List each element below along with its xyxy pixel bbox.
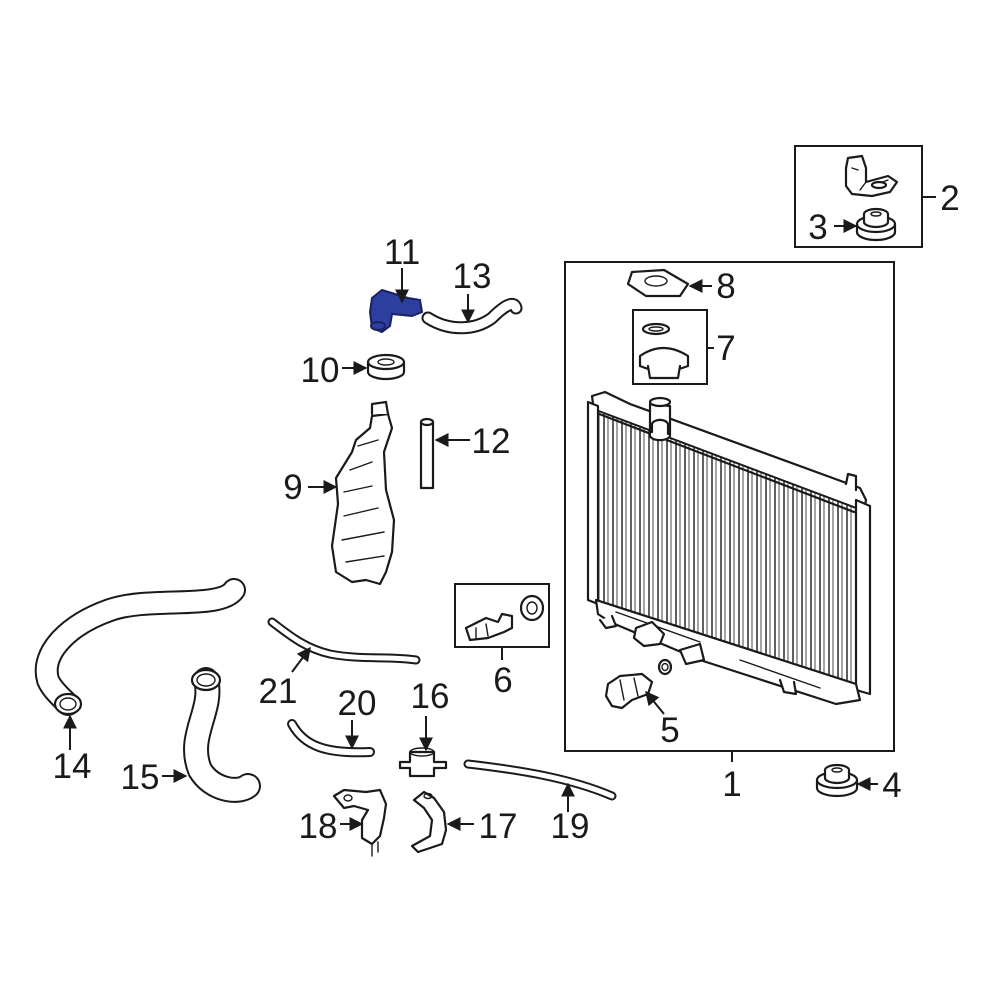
callout-13: 13 bbox=[453, 257, 492, 296]
coolant-reservoir[interactable] bbox=[330, 400, 396, 586]
callout-2: 2 bbox=[940, 179, 959, 218]
callout-11: 11 bbox=[384, 233, 420, 272]
radiator[interactable] bbox=[586, 390, 872, 706]
group-frame-1 bbox=[564, 261, 895, 752]
callout-17: 17 bbox=[479, 807, 518, 846]
callout-1: 1 bbox=[722, 765, 741, 804]
reservoir-cap[interactable] bbox=[366, 353, 406, 381]
callout-9: 9 bbox=[283, 468, 302, 507]
leader-21 bbox=[291, 646, 311, 673]
radiator-bracket[interactable] bbox=[844, 154, 899, 198]
reservoir-hose[interactable] bbox=[419, 417, 435, 490]
bypass-hose-lower[interactable] bbox=[287, 719, 375, 758]
drain-cock[interactable] bbox=[604, 658, 673, 710]
bypass-hose-upper[interactable] bbox=[267, 617, 421, 665]
callout-8: 8 bbox=[716, 267, 735, 306]
callout-21: 21 bbox=[259, 672, 298, 711]
lower-mount-cushion[interactable] bbox=[815, 763, 859, 798]
drain-plug[interactable] bbox=[464, 612, 514, 642]
upper-radiator-hose[interactable] bbox=[34, 578, 246, 716]
vent-hose[interactable] bbox=[463, 759, 617, 801]
drain-washer[interactable] bbox=[519, 594, 545, 622]
radiator-cap[interactable] bbox=[638, 322, 690, 380]
callout-4: 4 bbox=[882, 766, 901, 805]
leader-5 bbox=[645, 690, 665, 715]
callout-5: 5 bbox=[660, 711, 679, 750]
cap-seal-plate[interactable] bbox=[626, 268, 690, 298]
callout-15: 15 bbox=[121, 758, 160, 797]
callout-18: 18 bbox=[299, 807, 338, 846]
callout-3: 3 bbox=[808, 208, 827, 247]
hose-clamp-bracket[interactable] bbox=[332, 788, 388, 857]
callout-12: 12 bbox=[472, 422, 511, 461]
overflow-hose[interactable] bbox=[421, 297, 523, 335]
check-valve[interactable] bbox=[398, 747, 448, 778]
group-frame-6 bbox=[454, 583, 550, 648]
callout-16: 16 bbox=[411, 677, 450, 716]
reservoir-hose-fitting[interactable] bbox=[368, 288, 424, 334]
lower-radiator-hose[interactable] bbox=[183, 667, 261, 803]
callout-14: 14 bbox=[53, 747, 92, 786]
callout-7: 7 bbox=[716, 329, 735, 368]
upper-mount-cushion[interactable] bbox=[855, 207, 897, 242]
callout-6: 6 bbox=[493, 661, 512, 700]
callout-19: 19 bbox=[551, 807, 590, 846]
callout-20: 20 bbox=[338, 684, 377, 723]
hose-clip[interactable] bbox=[410, 790, 448, 854]
callout-10: 10 bbox=[301, 351, 340, 390]
